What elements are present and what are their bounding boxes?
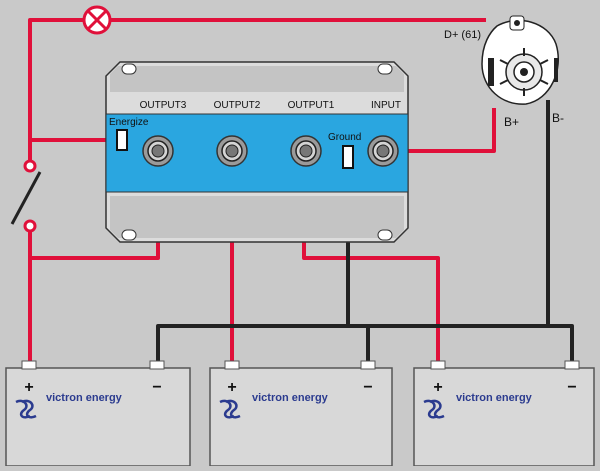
victron-logo-icon	[423, 399, 445, 419]
battery-2-plus-symbol: +	[227, 379, 236, 396]
alternator-icon	[481, 15, 560, 105]
terminal-input	[367, 135, 399, 167]
wire-neg-bus	[156, 324, 574, 368]
wire-input	[398, 108, 496, 153]
battery-3: + − victron energy	[413, 360, 595, 467]
energize-terminal	[116, 129, 128, 151]
label-output1: OUTPUT1	[288, 100, 335, 111]
battery-1-brand: victron energy	[46, 392, 123, 404]
battery-3-minus-symbol: −	[567, 379, 576, 396]
terminal-output3	[142, 135, 174, 167]
battery-2: + − victron energy	[209, 360, 393, 467]
battery-2-minus-symbol: −	[363, 379, 372, 396]
battery-3-brand: victron energy	[456, 392, 533, 404]
lamp-cross-icon	[82, 5, 112, 35]
label-output2: OUTPUT2	[214, 100, 261, 111]
ground-terminal	[342, 145, 354, 169]
victron-logo-icon	[219, 399, 241, 419]
label-d-plus: D+ (61)	[444, 29, 481, 41]
label-b-plus: B+	[504, 115, 519, 129]
battery-1-minus-symbol: −	[152, 379, 161, 396]
battery-1: + − victron energy	[5, 360, 191, 467]
battery-3-plus-symbol: +	[433, 379, 442, 396]
isolator-unit	[105, 61, 409, 243]
label-b-minus: B-	[552, 111, 564, 125]
victron-logo-icon	[15, 399, 37, 419]
terminal-output1	[290, 135, 322, 167]
battery-1-plus-symbol: +	[24, 379, 33, 396]
label-energize: Energize	[109, 117, 149, 128]
label-input: INPUT	[371, 100, 401, 111]
terminal-output2	[216, 135, 248, 167]
battery-2-brand: victron energy	[252, 392, 329, 404]
label-ground: Ground	[328, 132, 361, 143]
wire-lamp-loop	[28, 18, 486, 160]
switch-icon	[10, 159, 42, 233]
label-output3: OUTPUT3	[140, 100, 187, 111]
